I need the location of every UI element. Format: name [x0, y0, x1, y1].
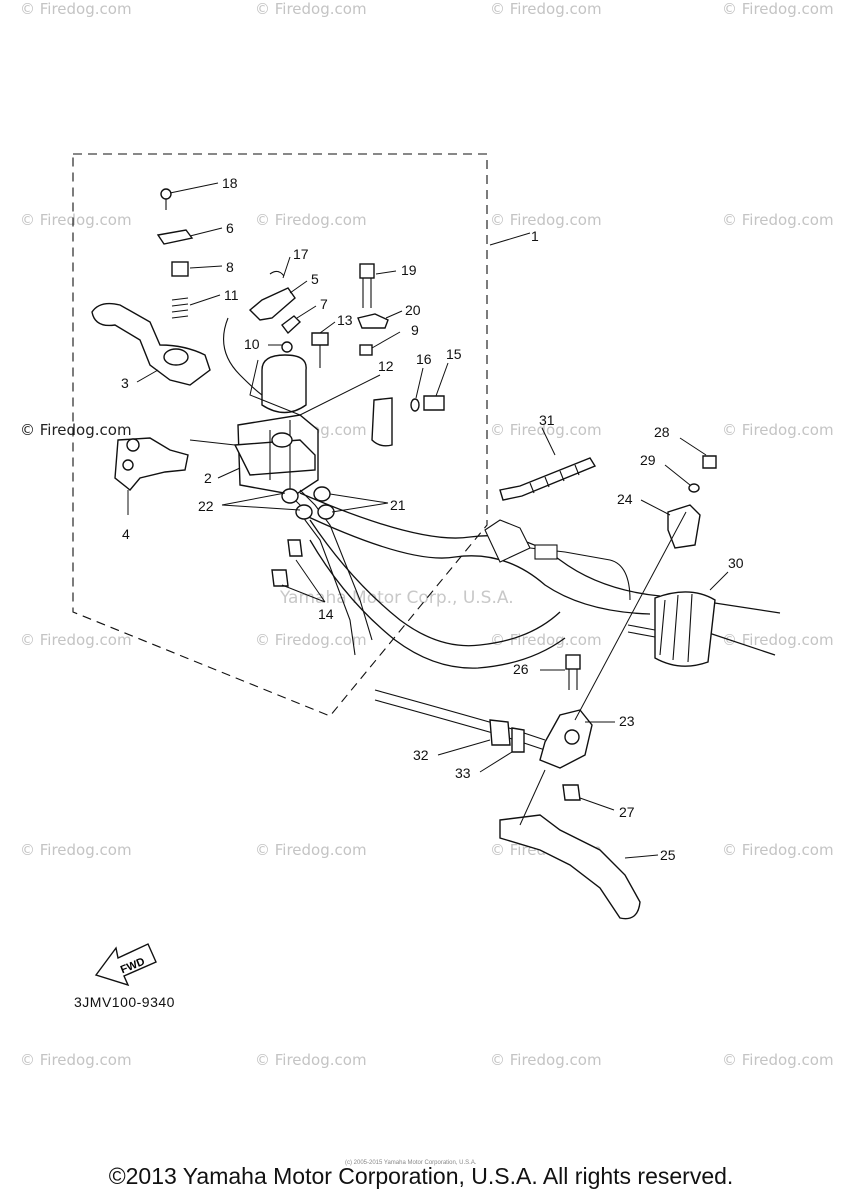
callout-24: 24: [617, 491, 633, 507]
callout-31: 31: [539, 412, 555, 428]
watermark: © Firedog.com: [490, 211, 602, 229]
callout-21: 21: [390, 497, 406, 513]
callout-13: 13: [337, 312, 353, 328]
callout-25: 25: [660, 847, 676, 863]
watermark: © Firedog.com: [722, 421, 834, 439]
switch-assembly: [627, 591, 716, 667]
callout-15: 15: [446, 346, 462, 362]
callout-7: 7: [320, 296, 328, 312]
callout-27: 27: [619, 804, 635, 820]
watermark: © Firedog.com: [722, 211, 834, 229]
watermark: © Firedog.com: [255, 1051, 367, 1069]
clutch-lever: [499, 814, 641, 920]
clutch-cable: [374, 689, 546, 753]
watermark: © Firedog.com: [490, 631, 602, 649]
drawing-code: 3JMV100-9340: [74, 994, 175, 1010]
watermark: © Firedog.com: [255, 841, 367, 859]
copyright-footer: ©2013 Yamaha Motor Corporation, U.S.A. A…: [108, 1163, 734, 1189]
watermark: © Firedog.com: [722, 0, 834, 18]
watermark: © Firedog.com: [490, 421, 602, 439]
callout-11: 11: [224, 287, 239, 303]
watermark: © Firedog.com: [20, 0, 132, 18]
callout-2: 2: [204, 470, 212, 486]
fwd-arrow-icon: FWD: [94, 943, 157, 987]
callout-22: 22: [198, 498, 214, 514]
callout-33: 33: [455, 765, 471, 781]
callout-4: 4: [122, 526, 130, 542]
hoses: [271, 486, 373, 656]
watermark: © Firedog.com: [20, 211, 132, 229]
callout-1: 1: [531, 228, 539, 244]
watermark-dark: © Firedog.com: [20, 421, 132, 439]
fine-print: (c) 2005-2015 Yamaha Motor Corporation, …: [345, 1160, 477, 1166]
callout-23: 23: [619, 713, 635, 729]
callout-19: 19: [401, 262, 417, 278]
callout-18: 18: [222, 175, 238, 191]
watermark: © Firedog.com: [20, 1051, 132, 1069]
watermark: © Firedog.com: [255, 0, 367, 18]
callout-32: 32: [413, 747, 429, 763]
callout-14: 14: [318, 606, 334, 622]
clutch-lever-holder: [539, 709, 593, 801]
callout-8: 8: [226, 259, 234, 275]
callout-16: 16: [416, 351, 432, 367]
wire-harness: [484, 519, 631, 601]
callout-28: 28: [654, 424, 670, 440]
callout-30: 30: [728, 555, 744, 571]
watermark: © Firedog.com: [722, 1051, 834, 1069]
brake-lever-left: [91, 302, 211, 386]
callout-26: 26: [513, 661, 529, 677]
assembly-boundary: [72, 153, 488, 717]
watermark: © Firedog.com: [20, 631, 132, 649]
master-cylinder: [233, 414, 319, 496]
watermark: © Firedog.com: [20, 841, 132, 859]
reservoir: [223, 317, 307, 414]
switch-bracket: [114, 437, 189, 491]
watermark: © Firedog.com: [722, 841, 834, 859]
overlay-watermark: Yamaha Motor Corp., U.S.A.: [280, 588, 514, 608]
watermark: © Firedog.com: [490, 0, 602, 18]
small-parts: [156, 188, 717, 690]
watermark: © Firedog.com: [255, 211, 367, 229]
leader-lines: [127, 182, 729, 859]
callout-6: 6: [226, 220, 234, 236]
watermark: © Firedog.com: [490, 1051, 602, 1069]
cable-tie: [499, 457, 597, 501]
callout-3: 3: [121, 375, 129, 391]
watermark: © Firedog.com: [722, 631, 834, 649]
watermark: © Firedog.com: [255, 631, 367, 649]
callout-29: 29: [640, 452, 656, 468]
callout-10: 10: [244, 336, 260, 352]
callout-9: 9: [411, 322, 419, 338]
callout-5: 5: [311, 271, 319, 287]
callout-20: 20: [405, 302, 421, 318]
callout-12: 12: [378, 358, 394, 374]
callout-17: 17: [293, 246, 309, 262]
